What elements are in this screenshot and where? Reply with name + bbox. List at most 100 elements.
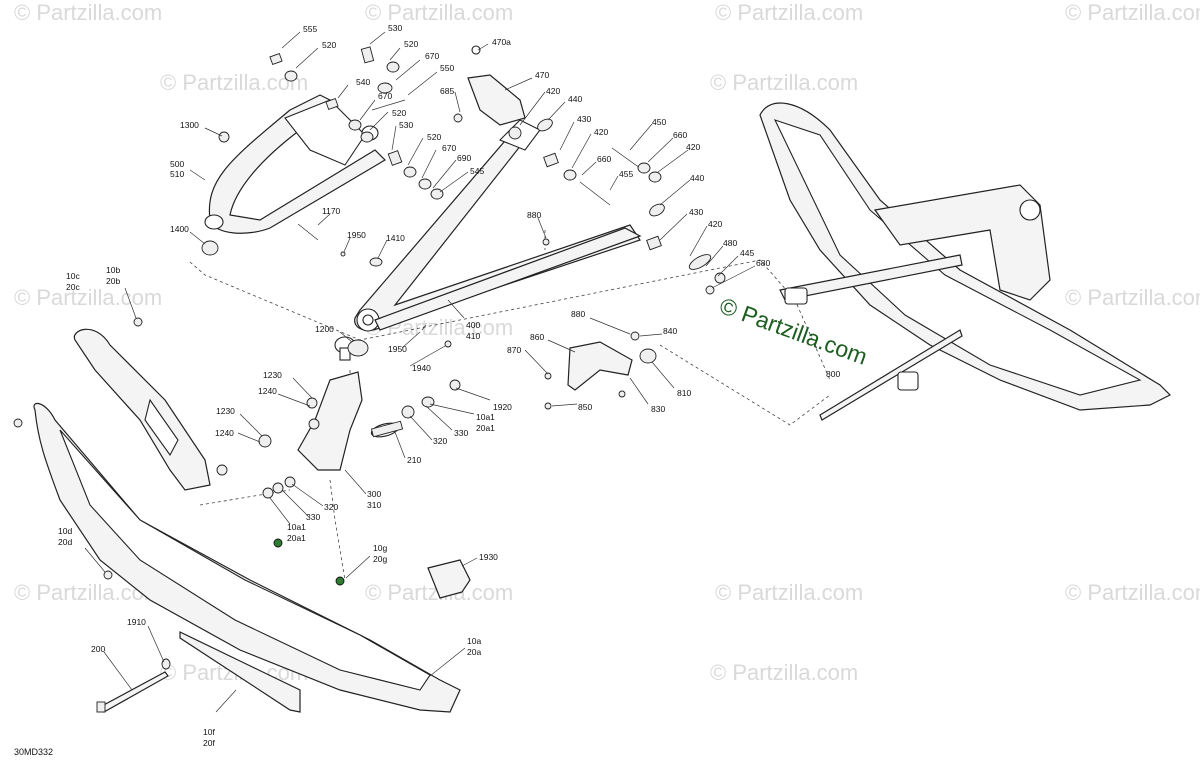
callout-label: 800 [826, 369, 840, 379]
callout-label: 420 [708, 219, 722, 229]
callout-label: 670 [425, 51, 439, 61]
callout-label: 20b [106, 276, 120, 286]
callout-label: 10a1 [287, 522, 306, 532]
callout-label: 1170 [322, 206, 341, 216]
upper-a-arm [204, 94, 386, 234]
callout-label: 10a1 [476, 412, 495, 422]
callout-label: 480 [723, 238, 737, 248]
callout-label: 330 [306, 512, 320, 522]
watermark-text: © Partzilla.com [14, 0, 162, 25]
callout-label: 440 [568, 94, 582, 104]
callout-label: 10g [373, 543, 387, 553]
callout-label: 540 [356, 77, 370, 87]
watermark-text: © Partzilla.com [1065, 580, 1200, 605]
callout-label: 880 [571, 309, 585, 319]
callout-label: 10c [66, 271, 80, 281]
callout-label: 520 [392, 108, 406, 118]
callout-label: 680 [756, 258, 770, 268]
watermark-layer: © Partzilla.com © Partzilla.com © Partzi… [14, 0, 1200, 685]
callout-label: 1240 [215, 428, 234, 438]
diagram-code: 30MD332 [14, 747, 53, 757]
watermark-text: © Partzilla.com [715, 0, 863, 25]
callout-label: 1930 [479, 552, 498, 562]
callout-label: 470a [492, 37, 511, 47]
callout-label: 1230 [216, 406, 235, 416]
callout-label: 450 [652, 117, 666, 127]
callout-label: 320 [324, 502, 338, 512]
callout-label: 400 [466, 320, 480, 330]
bracket-470 [467, 45, 526, 126]
callout-label: 455 [619, 169, 633, 179]
callout-label: 830 [651, 404, 665, 414]
callout-label: 20c [66, 282, 80, 292]
callout-label: 20d [58, 537, 72, 547]
callout-label: 1920 [493, 402, 512, 412]
callout-label: 20g [373, 554, 387, 564]
watermark-text: © Partzilla.com [14, 285, 162, 310]
watermark-text: © Partzilla.com [710, 70, 858, 95]
callout-label: 1940 [412, 363, 431, 373]
callout-labels: 555 520 530 520 670 550 470a 470 540 670… [58, 23, 840, 748]
watermark-text: © Partzilla.com [160, 70, 308, 95]
callout-label: 850 [578, 402, 592, 412]
radius-rod [374, 227, 642, 331]
callout-label: 545 [470, 166, 484, 176]
callout-label: 1300 [180, 120, 199, 130]
watermark-text: © Partzilla.com [365, 0, 513, 25]
callout-label: 550 [440, 63, 454, 73]
callout-label: 420 [594, 127, 608, 137]
callout-label: 520 [404, 39, 418, 49]
callout-label: 10d [58, 526, 72, 536]
watermark-text: © Partzilla.com [1065, 285, 1200, 310]
callout-label: 20a1 [287, 533, 306, 543]
callout-label: 1400 [170, 224, 189, 234]
watermark-text: © Partzilla.com [715, 580, 863, 605]
callout-label: 1410 [386, 233, 405, 243]
callout-label: 840 [663, 326, 677, 336]
callout-label: 430 [577, 114, 591, 124]
callout-label: 670 [378, 91, 392, 101]
callout-label: 880 [527, 210, 541, 220]
callout-label: 1200 [315, 324, 334, 334]
callout-label: 670 [442, 143, 456, 153]
callout-label: 310 [367, 500, 381, 510]
callout-label: 530 [388, 23, 402, 33]
callout-label: 20f [203, 738, 215, 748]
callout-label: 530 [399, 120, 413, 130]
callout-label: 555 [303, 24, 317, 34]
callout-label: 10b [106, 265, 120, 275]
callout-label: 1230 [263, 370, 282, 380]
right-ski-assembly [759, 102, 1172, 421]
callout-label: 200 [91, 644, 105, 654]
callout-label: 690 [457, 153, 471, 163]
hardware-items [96, 46, 726, 713]
callout-label: 420 [546, 86, 560, 96]
callout-label: 660 [597, 154, 611, 164]
callout-label: 445 [740, 248, 754, 258]
callout-label: 410 [466, 331, 480, 341]
left-ski [13, 317, 461, 713]
callout-label: 1910 [127, 617, 146, 627]
callout-label: 320 [433, 436, 447, 446]
callout-label: 10a [467, 636, 481, 646]
callout-label: 500 [170, 159, 184, 169]
callout-label: 430 [689, 207, 703, 217]
callout-label: 20a [467, 647, 481, 657]
callout-label: 470 [535, 70, 549, 80]
callout-label: 1240 [258, 386, 277, 396]
callout-label: 660 [673, 130, 687, 140]
leader-lines [84, 31, 756, 713]
callout-label: 520 [427, 132, 441, 142]
callout-label: 860 [530, 332, 544, 342]
callout-label: 20a1 [476, 423, 495, 433]
callout-label: 330 [454, 428, 468, 438]
callout-label: 520 [322, 40, 336, 50]
callout-label: 10f [203, 727, 215, 737]
callout-label: 685 [440, 86, 454, 96]
callout-label: 420 [686, 142, 700, 152]
callout-label: 440 [690, 173, 704, 183]
callout-label: 870 [507, 345, 521, 355]
callout-label: 510 [170, 169, 184, 179]
callout-label: 1950 [347, 230, 366, 240]
callout-label: 300 [367, 489, 381, 499]
